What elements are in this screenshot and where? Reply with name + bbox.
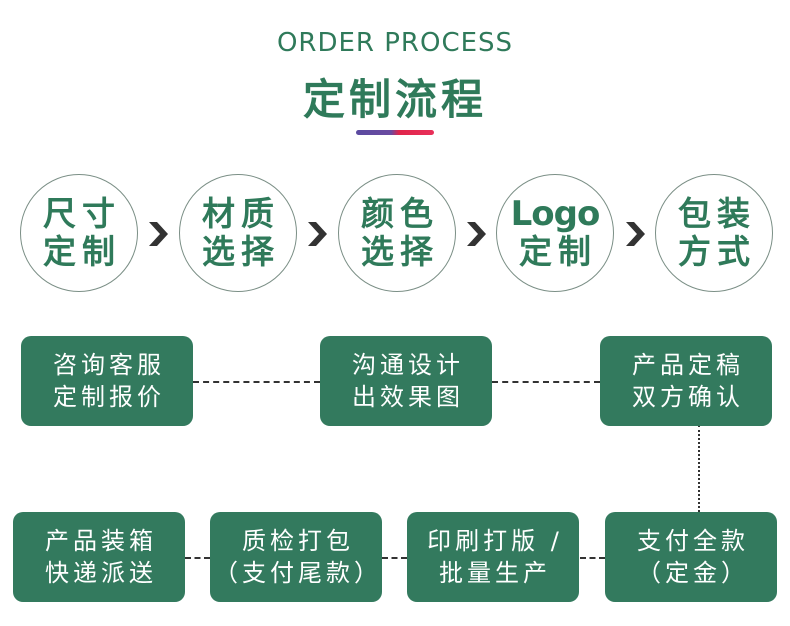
step-label-line2: 定制 [519,232,597,271]
step-circle-logo: Logo 定制 [496,174,614,292]
chevron-right-icon [467,222,486,246]
box-label-line2: 定制报价 [53,383,165,411]
chevron-right-icon [626,222,645,246]
box-label-line1: 质检打包 [242,527,354,555]
step-circle-packaging: 包装 方式 [655,174,773,292]
title-underline [356,130,434,135]
subtitle: ORDER PROCESS [276,28,514,58]
step-label-line1: 颜色 [361,194,439,233]
box-label-line1: 沟通设计 [352,351,464,379]
box-label-line2: 批量生产 [439,559,551,587]
step-label-line1: 材质 [202,194,280,233]
connector-6-7 [185,557,210,559]
box-label-line1: 产品装箱 [45,527,157,555]
process-box-confirm: 产品定稿 双方确认 [600,336,772,426]
process-box-consult: 咨询客服 定制报价 [21,336,193,426]
step-label-line2: 定制 [43,232,121,271]
box-label-line2: （支付尾款） [214,559,382,587]
step-label-line1: Logo [510,194,601,234]
process-box-production: 印刷打版 / 批量生产 [407,512,579,602]
process-box-design: 沟通设计 出效果图 [320,336,492,426]
process-box-payment: 支付全款 （定金） [605,512,777,602]
step-circle-color: 颜色 选择 [338,174,456,292]
box-label-line1: 支付全款 [637,527,749,555]
connector-2-3 [492,381,600,383]
box-label-line2: 快递派送 [45,559,157,587]
box-label-line1: 咨询客服 [53,351,165,379]
connector-3-4 [698,425,700,512]
box-label-line2: （定金） [637,559,749,587]
box-label-line2: 双方确认 [632,383,744,411]
process-box-qc: 质检打包 （支付尾款） [210,512,382,602]
connector-5-6 [382,557,407,559]
chevron-right-icon [308,222,327,246]
step-label-line2: 方式 [678,232,756,271]
box-label-line1: 印刷打版 / [427,527,563,555]
page-title: 定制流程 [302,75,487,124]
connector-1-2 [193,381,320,383]
step-label-line2: 选择 [361,232,439,271]
step-label-line1: 包装 [678,194,756,233]
step-label-line2: 选择 [202,232,280,271]
box-label-line2: 出效果图 [352,383,464,411]
process-box-shipping: 产品装箱 快递派送 [13,512,185,602]
step-circle-material: 材质 选择 [179,174,297,292]
step-label-line1: 尺寸 [43,194,121,233]
connector-4-5 [580,557,605,559]
box-label-line1: 产品定稿 [632,351,744,379]
chevron-right-icon [149,222,168,246]
step-circle-size: 尺寸 定制 [20,174,138,292]
